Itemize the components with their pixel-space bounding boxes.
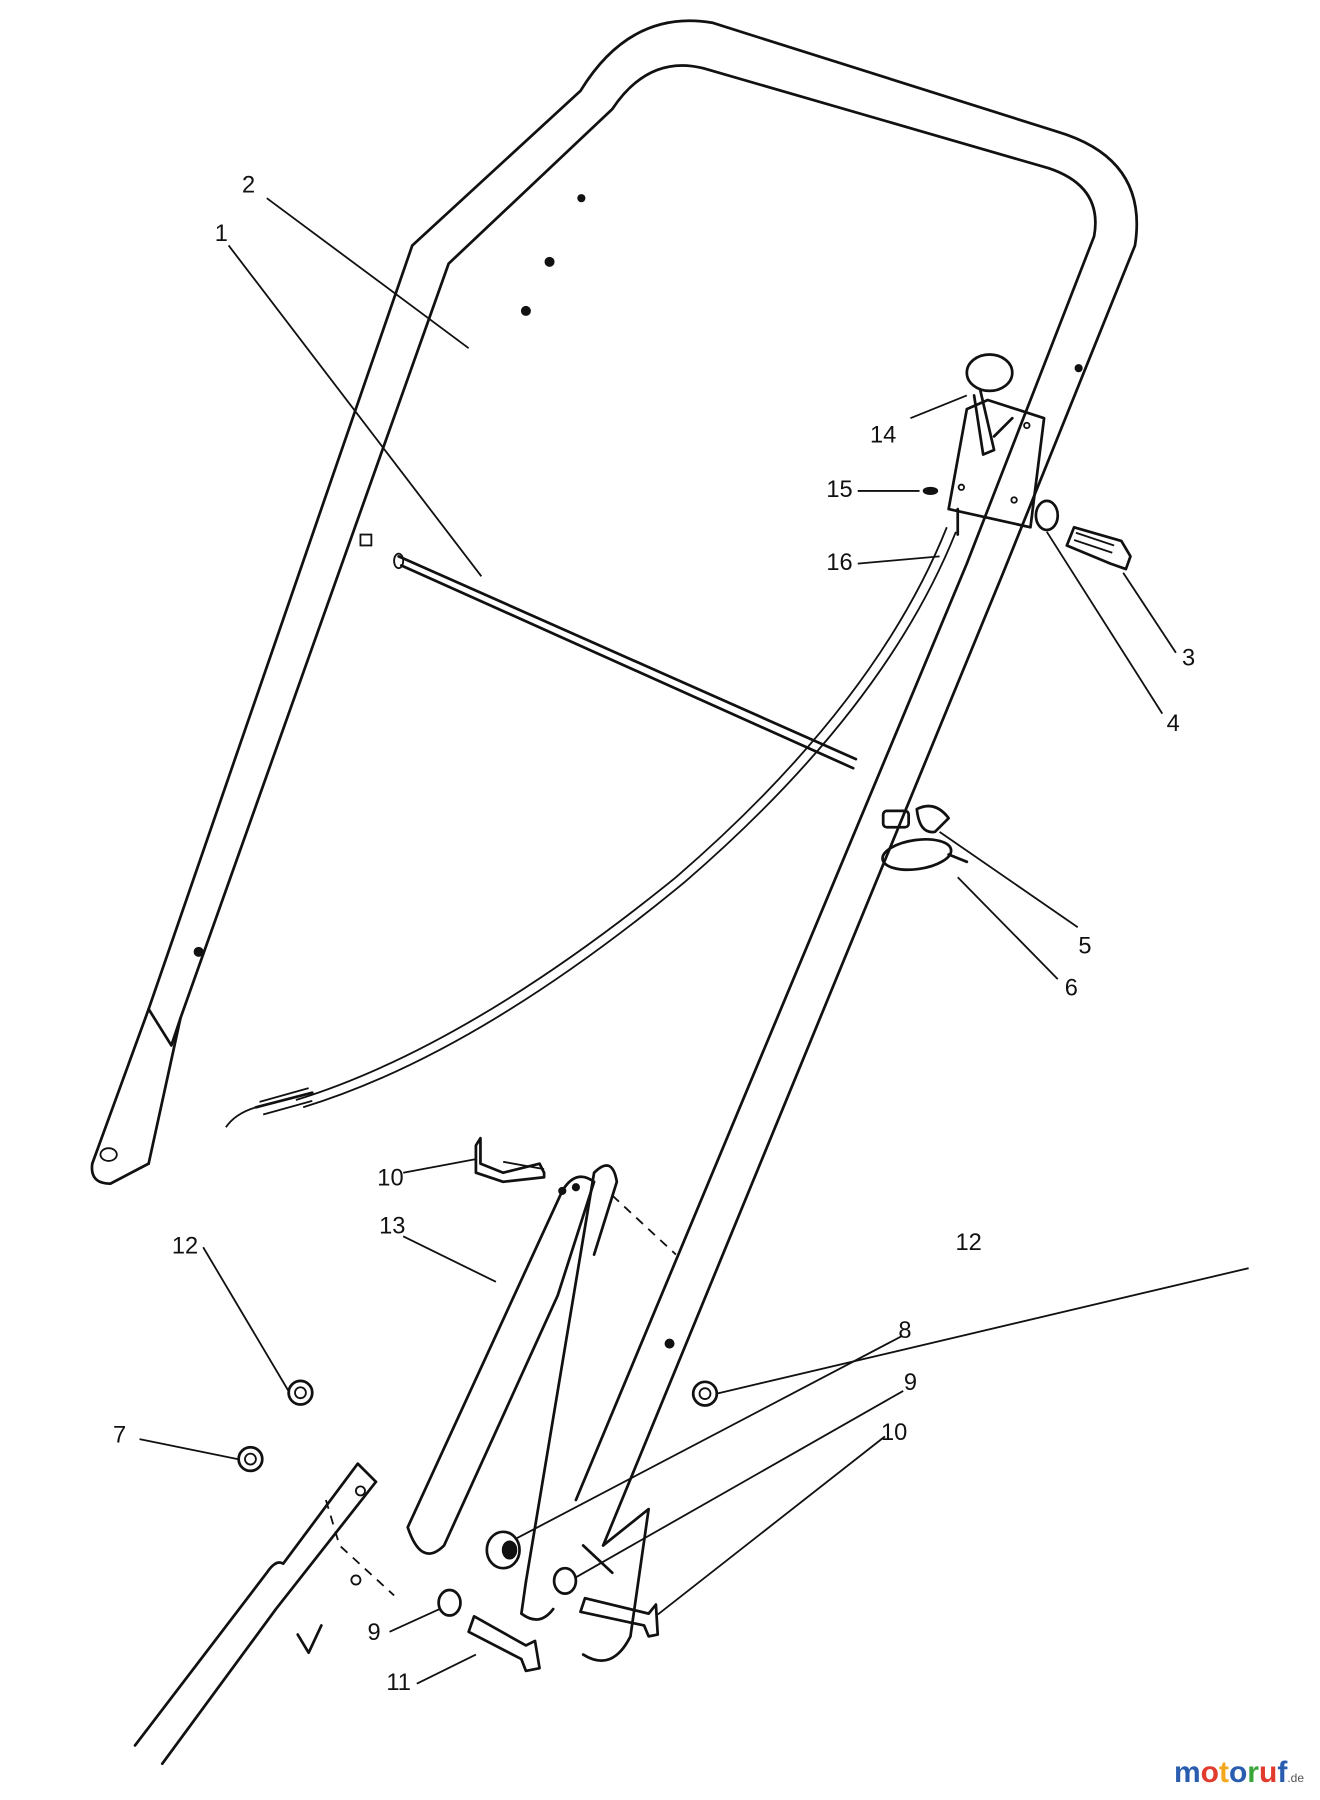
callout-7: 7 [113, 1423, 126, 1449]
watermark-letter: f [1277, 1756, 1288, 1789]
callout-11: 11 [386, 1670, 411, 1696]
watermark-letter: o [1200, 1756, 1219, 1789]
watermark-letter: u [1258, 1756, 1278, 1789]
callout-12-right: 12 [955, 1230, 981, 1256]
hardware [237, 1136, 719, 1673]
bolt-3-washer-4 [1034, 499, 1132, 571]
callout-13: 13 [379, 1214, 405, 1240]
cross-bar [393, 552, 858, 770]
watermark-letter: r [1247, 1756, 1259, 1789]
callout-2: 2 [242, 173, 255, 199]
knob-5-tie-6 [881, 804, 969, 872]
callout-9-left: 9 [368, 1620, 381, 1646]
callout-10-top: 10 [377, 1165, 403, 1191]
callout-12-left: 12 [172, 1234, 198, 1260]
lower-bracket [406, 1164, 677, 1621]
callout-10-bottom: 10 [881, 1420, 907, 1446]
callout-labels: 2 1 14 15 16 3 4 5 6 10 13 12 12 7 8 9 9… [113, 173, 1195, 1696]
watermark-suffix: .de [1287, 1771, 1304, 1785]
upper-handle [90, 19, 1139, 1662]
callout-14: 14 [870, 423, 896, 449]
deck-bracket [133, 1462, 395, 1765]
watermark-letter: t [1218, 1756, 1229, 1789]
watermark-letter: m [1173, 1756, 1201, 1789]
callout-1: 1 [215, 221, 228, 247]
leader-lines [139, 197, 1249, 1685]
callout-3: 3 [1182, 645, 1195, 671]
callout-6: 6 [1065, 975, 1078, 1001]
watermark-letter: o [1228, 1756, 1248, 1789]
control-bracket [922, 353, 1046, 536]
watermark-logo: motoruf.de [1174, 1756, 1304, 1790]
callout-5: 5 [1078, 934, 1091, 960]
callout-8: 8 [898, 1318, 911, 1344]
control-cable [225, 526, 957, 1128]
callout-4: 4 [1167, 711, 1180, 737]
callout-15: 15 [826, 477, 852, 503]
callout-16: 16 [826, 550, 852, 576]
callout-9-right: 9 [904, 1370, 917, 1396]
